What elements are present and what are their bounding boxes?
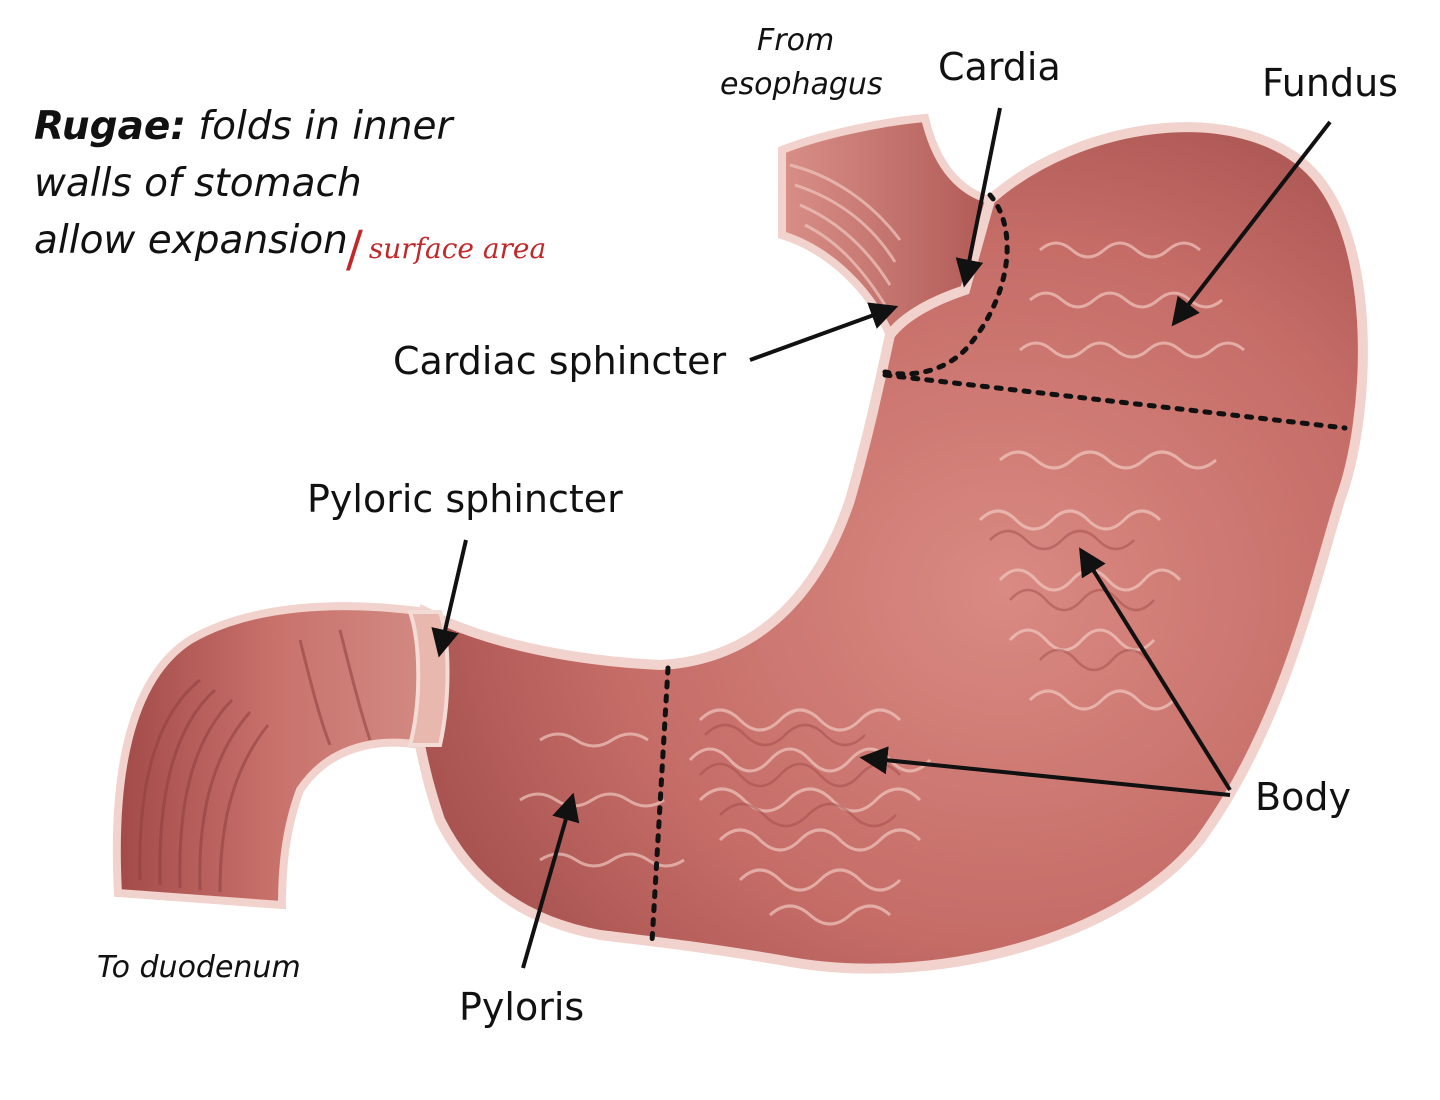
rugae-note: Rugae: folds in inner walls of stomach a… <box>34 98 594 269</box>
fundus-arrow <box>1171 120 1332 327</box>
cardia-label: Cardia <box>938 45 1061 89</box>
pyloris-label: Pyloris <box>459 985 585 1029</box>
pyloric-sphincter-arrow <box>431 539 468 658</box>
handwritten-text: surface area <box>368 232 547 265</box>
cardiac-sphincter-arrow <box>749 302 899 362</box>
duodenum <box>112 602 430 910</box>
rugae-note-line3: allow expansion <box>34 218 348 263</box>
body-pyloris-boundary <box>649 665 671 945</box>
cardiac-sphincter-label: Cardiac sphincter <box>393 339 727 383</box>
pyloris-arrow <box>521 792 580 969</box>
body-arrow-upper <box>1079 547 1232 792</box>
handwritten-note: /surface area <box>346 212 547 278</box>
esophagus-fibers <box>789 163 902 306</box>
to-duodenum-label: To duodenum <box>97 950 301 985</box>
rugae-note-line1-rest: folds in inner <box>198 104 453 149</box>
rugae-term: Rugae: <box>34 104 186 149</box>
duodenum-folds <box>138 629 372 893</box>
stomach-body <box>414 122 1368 974</box>
handwritten-slash: / <box>346 220 363 278</box>
cardia-boundary <box>882 192 1010 377</box>
rugae-note-line2: walls of stomach <box>34 161 362 206</box>
from-esophagus-label-line2: esophagus <box>720 67 883 102</box>
fundus-body-boundary <box>882 372 1348 431</box>
body-label: Body <box>1255 775 1351 819</box>
body-arrow-lower <box>859 746 1231 797</box>
rugae-note-line1: Rugae: folds in inner <box>34 98 594 155</box>
from-esophagus-label-line1: From <box>757 23 835 58</box>
cardia-arrow <box>955 107 1002 288</box>
fundus-label: Fundus <box>1262 61 1398 105</box>
pyloric-sphincter-label: Pyloric sphincter <box>307 477 623 521</box>
